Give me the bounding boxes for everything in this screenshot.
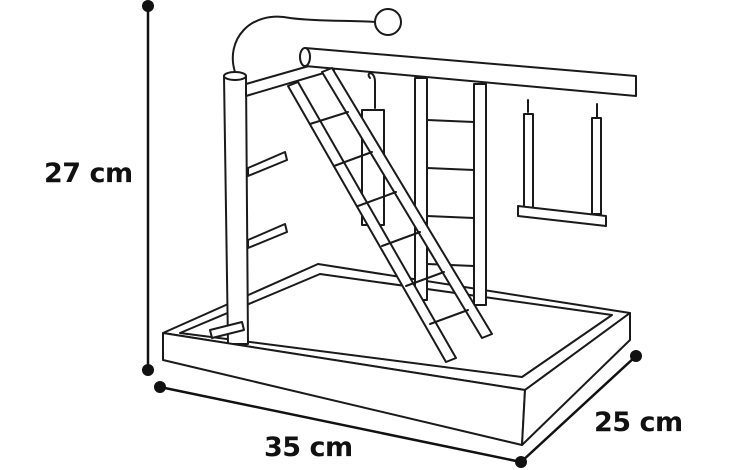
tray-front — [162, 312, 631, 446]
depth-label: 25 cm — [594, 407, 683, 438]
left-pole — [209, 59, 335, 345]
ball-toy — [231, 8, 402, 73]
height-label: 27 cm — [44, 158, 133, 189]
front-ladder — [287, 67, 493, 363]
top-perch — [299, 47, 637, 97]
swing — [517, 99, 607, 227]
width-label: 35 cm — [264, 432, 353, 463]
height-dimension-line — [142, 0, 154, 376]
depth-dimension-line — [520, 350, 642, 463]
